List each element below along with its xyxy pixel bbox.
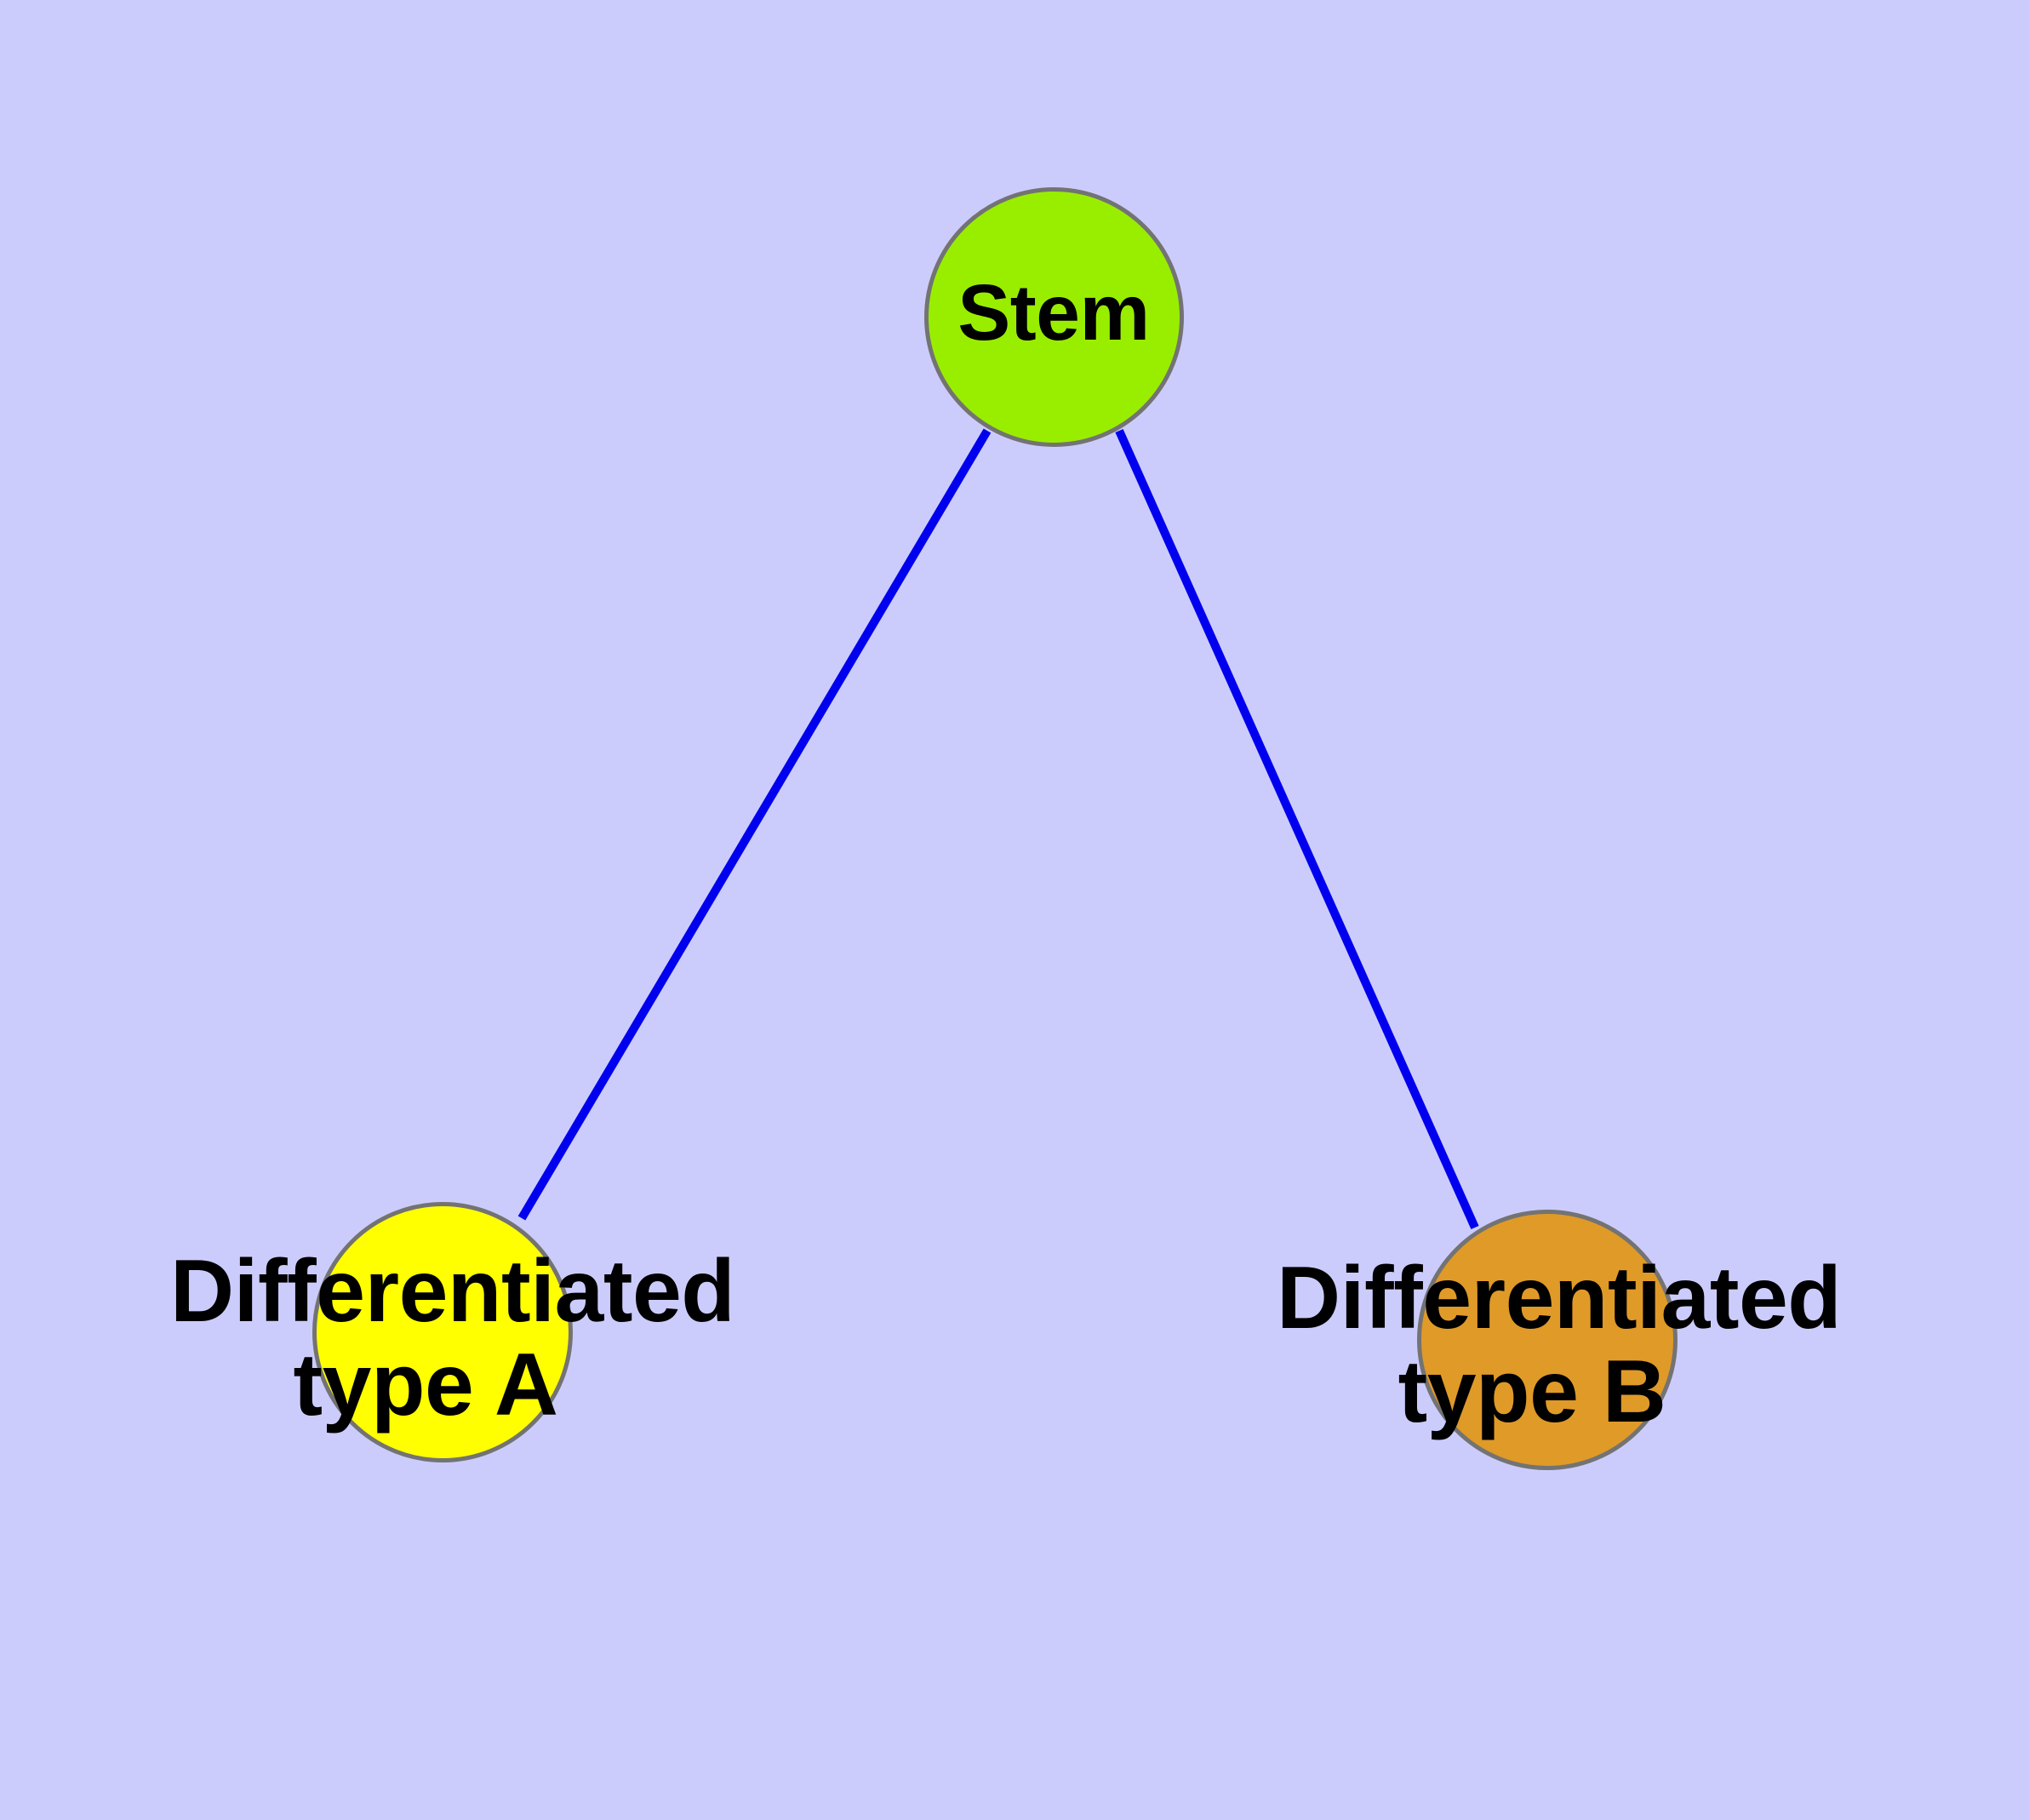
edge-stem-to-diff-a (517, 428, 992, 1221)
node-differentiated-type-a[interactable] (312, 1202, 573, 1462)
edge-stem-to-diff-b (1115, 428, 1479, 1230)
node-differentiated-type-b[interactable] (1417, 1210, 1677, 1470)
node-stem[interactable] (923, 186, 1184, 447)
